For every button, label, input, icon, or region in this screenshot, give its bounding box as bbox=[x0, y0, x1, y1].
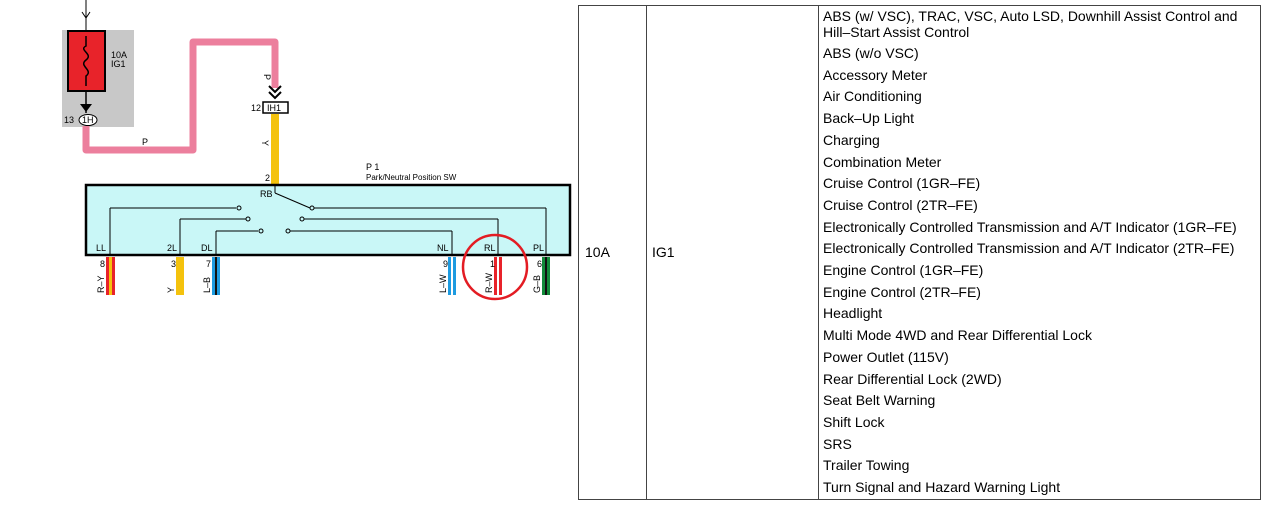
system-item: ABS (w/ VSC), TRAC, VSC, Auto LSD, Downh… bbox=[823, 8, 1238, 40]
pink-wire-label-lower: P bbox=[142, 137, 148, 147]
yellow-wire-label: Y bbox=[260, 140, 270, 146]
system-item: Turn Signal and Hazard Warning Light bbox=[823, 479, 1061, 496]
fuse-name-cell: IG1 bbox=[646, 5, 819, 500]
terminal-label: 2L bbox=[167, 243, 177, 253]
system-item: Electronically Controlled Transmission a… bbox=[823, 218, 1237, 235]
lower-connector-id: IH1 bbox=[267, 103, 281, 113]
lower-connector bbox=[262, 101, 289, 114]
terminal-pin: 9 bbox=[443, 259, 448, 269]
output-wire-nl bbox=[448, 257, 456, 295]
system-item: Charging bbox=[823, 131, 880, 148]
fuse-circuit-table: 10A IG1 ABS (w/ VSC), TRAC, VSC, Auto LS… bbox=[578, 5, 1261, 500]
wire-color-code: R–Y bbox=[96, 275, 106, 293]
system-item: Cruise Control (2TR–FE) bbox=[823, 196, 978, 213]
wire-color-code: Y bbox=[166, 287, 176, 293]
output-wire-dl bbox=[212, 257, 220, 295]
system-item: Combination Meter bbox=[823, 153, 942, 170]
wire-color-code: L–B bbox=[202, 277, 212, 293]
output-wire-lr-y bbox=[106, 257, 115, 295]
switch-input-pin: 2 bbox=[265, 173, 270, 183]
switch-ref: P 1 bbox=[366, 162, 379, 172]
fuse-name: IG1 bbox=[111, 59, 126, 69]
system-item: Shift Lock bbox=[823, 413, 885, 430]
output-wire-pl bbox=[542, 257, 550, 295]
double-chevron-icon bbox=[268, 85, 282, 100]
switch-internal-circuits bbox=[109, 185, 547, 255]
system-item: Accessory Meter bbox=[823, 66, 928, 83]
terminal-pin: 7 bbox=[206, 259, 211, 269]
fuse-rating: 10A bbox=[111, 50, 127, 60]
system-item: Engine Control (2TR–FE) bbox=[823, 283, 981, 300]
terminal-label: LL bbox=[96, 243, 106, 253]
feed-arrow-icon bbox=[81, 11, 91, 19]
system-item: Engine Control (1GR–FE) bbox=[823, 262, 984, 279]
lower-connector-pin: 12 bbox=[251, 103, 261, 113]
terminal-pin: 3 bbox=[171, 259, 176, 269]
system-item: Power Outlet (115V) bbox=[823, 348, 949, 365]
system-item: Multi Mode 4WD and Rear Differential Loc… bbox=[823, 327, 1092, 344]
terminal-label: DL bbox=[201, 243, 213, 253]
terminal-pin: 6 bbox=[537, 259, 542, 269]
switch-input-terminal: RB bbox=[260, 189, 273, 199]
pink-wire bbox=[82, 38, 279, 154]
terminal-label: RL bbox=[484, 243, 496, 253]
wire-color-code: L–W bbox=[438, 274, 448, 293]
system-item: Headlight bbox=[823, 305, 883, 322]
fuse-icon bbox=[83, 36, 89, 86]
wire-color-code: G–B bbox=[532, 275, 542, 293]
highlight-circle bbox=[461, 233, 529, 301]
output-wire-rl bbox=[494, 257, 502, 295]
terminal-label: NL bbox=[437, 243, 449, 253]
wire-color-code: R–W bbox=[484, 272, 494, 293]
connector-arrow-icon bbox=[80, 104, 92, 112]
park-neutral-switch bbox=[84, 183, 572, 257]
upper-connector-id: 1H bbox=[82, 115, 94, 125]
system-item: Electronically Controlled Transmission a… bbox=[823, 240, 1235, 257]
system-item: SRS bbox=[823, 435, 852, 452]
terminal-pin: 1 bbox=[490, 259, 495, 269]
system-item: Back–Up Light bbox=[823, 110, 915, 127]
system-item: Rear Differential Lock (2WD) bbox=[823, 370, 1002, 387]
system-item: Seat Belt Warning bbox=[823, 392, 936, 409]
fuse-amperage: 10A bbox=[578, 5, 647, 500]
terminal-label: PL bbox=[533, 243, 544, 253]
switch-title: Park/Neutral Position SW bbox=[366, 173, 457, 182]
upper-connector-pin: 13 bbox=[64, 115, 74, 125]
systems-cell: ABS (w/ VSC), TRAC, VSC, Auto LSD, Downh… bbox=[818, 5, 1261, 500]
system-item: ABS (w/o VSC) bbox=[823, 45, 919, 61]
terminal-pin: 8 bbox=[100, 259, 105, 269]
pink-wire-label-upper: P bbox=[262, 74, 272, 80]
yellow-wire bbox=[271, 114, 279, 185]
table-row: 10A IG1 ABS (w/ VSC), TRAC, VSC, Auto LS… bbox=[578, 5, 1261, 500]
upper-connector bbox=[78, 114, 98, 126]
wiring-diagram: 10A IG1 13 1H P P 12 IH1 Y 2 P 1 Park/Ne… bbox=[62, 0, 572, 301]
output-wire-2l bbox=[176, 257, 184, 295]
system-item: Trailer Towing bbox=[823, 457, 910, 474]
system-item: Cruise Control (1GR–FE) bbox=[823, 175, 981, 192]
system-item: Air Conditioning bbox=[823, 88, 922, 105]
